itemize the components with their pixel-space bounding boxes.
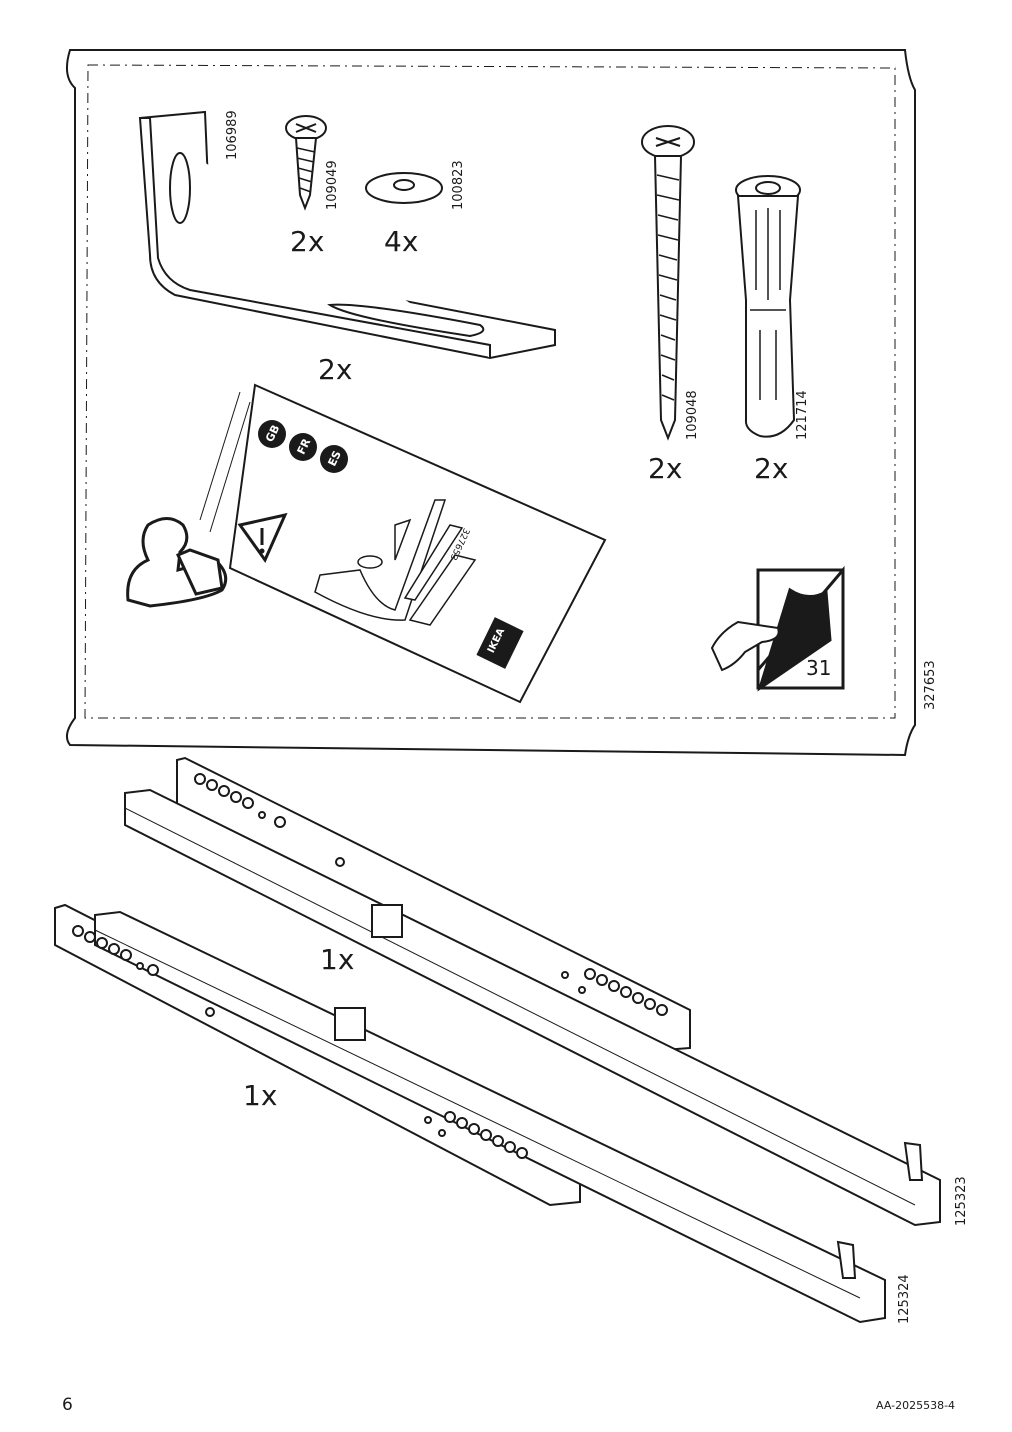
wall-plug-qty: 2x <box>754 452 789 485</box>
small-screw-code: 109049 <box>325 160 340 210</box>
document-id: AA-2025538-4 <box>876 1399 956 1412</box>
long-screw-code: 109048 <box>685 390 700 440</box>
long-screw-qty: 2x <box>648 452 683 485</box>
language-badges <box>258 420 348 473</box>
upper-rail-part <box>124 756 941 1227</box>
page-reference-icon <box>710 565 845 692</box>
page-reference-number: 31 <box>806 656 832 680</box>
lower-rail-part <box>54 903 886 1324</box>
lower-rail-code: 125324 <box>897 1274 912 1324</box>
reading-figure-icon <box>126 517 228 608</box>
long-screw-part <box>641 125 695 441</box>
wall-plug-code: 121714 <box>795 390 810 440</box>
lower-rail-qty: 1x <box>243 1079 278 1112</box>
small-screw-qty: 2x <box>290 225 325 258</box>
small-screw-part <box>285 115 327 211</box>
page-number: 6 <box>62 1395 73 1415</box>
washer-code: 100823 <box>451 160 466 210</box>
bracket-code: 106989 <box>225 110 240 160</box>
angle-bracket-part <box>138 110 556 360</box>
wall-plug-part <box>735 175 801 438</box>
hardware-bag <box>65 49 916 757</box>
bracket-qty: 2x <box>318 353 353 386</box>
washer-part <box>365 172 443 204</box>
upper-rail-qty: 1x <box>320 943 355 976</box>
upper-rail-code: 125323 <box>954 1176 969 1226</box>
bag-code: 327653 <box>923 660 938 710</box>
washer-qty: 4x <box>384 225 419 258</box>
